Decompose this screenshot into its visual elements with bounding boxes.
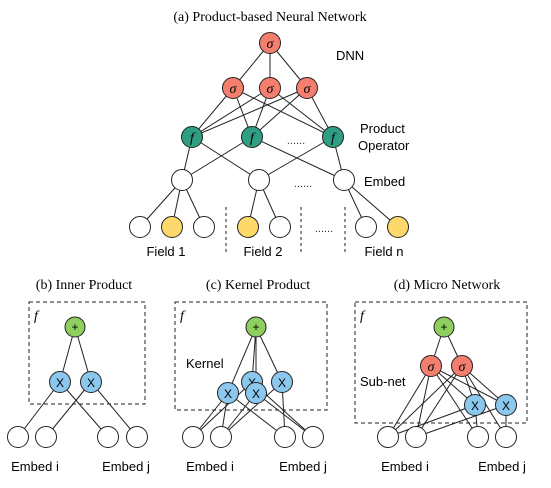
panel-c-embed-j-1: [274, 426, 296, 448]
sigma-node-3: σ: [296, 77, 318, 99]
sigma-node-2: σ: [259, 77, 281, 99]
product-operator-node-1: f: [181, 126, 203, 148]
field2-node-a: [237, 216, 259, 238]
panel-b-embed-j-1: [97, 426, 119, 448]
field-n-label: Field n: [364, 244, 403, 259]
svg-text:X: X: [252, 387, 260, 401]
panel-d-embed-j-2: [495, 426, 517, 448]
product-operator-label-1: Product: [360, 121, 405, 136]
panel-b-title: (b) Inner Product: [36, 278, 133, 293]
panel-b-embed-i-2: [35, 426, 57, 448]
panel-b-plus-node: +: [64, 316, 86, 338]
svg-text:σ: σ: [230, 82, 238, 97]
svg-text:σ: σ: [459, 360, 467, 375]
panel-d-embed-j-1: [467, 426, 489, 448]
panel-c-embed-i-2: [210, 426, 232, 448]
embed-dots: ......: [294, 178, 312, 190]
field2-node-b: [269, 216, 291, 238]
panel-b-embed-i-label: Embed i: [11, 459, 59, 474]
panel-c-x-node-4: X: [245, 382, 267, 404]
svg-text:+: +: [252, 320, 259, 334]
panel-d-title: (d) Micro Network: [394, 278, 501, 293]
kernel-label: Kernel: [186, 356, 224, 371]
panel-c-x-node-2: X: [271, 371, 293, 393]
svg-text:+: +: [71, 320, 78, 334]
panel-d-edges: [387, 326, 507, 438]
panel-d-embed-i-1: [377, 426, 399, 448]
svg-text:σ: σ: [428, 360, 436, 375]
subnet-label: Sub-net: [360, 374, 406, 389]
svg-text:σ: σ: [267, 37, 275, 52]
svg-text:σ: σ: [304, 82, 312, 97]
svg-text:X: X: [87, 376, 95, 390]
svg-text:σ: σ: [267, 82, 275, 97]
panel-a-title: (a) Product-based Neural Network: [173, 10, 366, 25]
panel-b-embed-i-1: [7, 426, 29, 448]
product-operator-node-3: f: [322, 126, 344, 148]
panel-d-x-node-1: X: [464, 394, 486, 416]
svg-text:X: X: [471, 399, 479, 413]
panel-b-f-box: [28, 301, 146, 405]
panel-c-plus-node: +: [245, 316, 267, 338]
field-1-label: Field 1: [146, 244, 185, 259]
field-2-label: Field 2: [243, 244, 282, 259]
panel-c-embed-i-label: Embed i: [186, 459, 234, 474]
svg-text:+: +: [440, 320, 447, 334]
panel-c-x-node-3: X: [217, 382, 239, 404]
panel-c-embed-i-1: [182, 426, 204, 448]
embed-node-2: [248, 169, 270, 191]
svg-text:X: X: [278, 376, 286, 390]
embed-label: Embed: [364, 174, 405, 189]
panel-d-sigma-node-1: σ: [420, 355, 442, 377]
panel-b-embed-j-label: Embed j: [102, 459, 150, 474]
dnn-label: DNN: [336, 48, 364, 63]
fieldn-node-b: [387, 216, 409, 238]
panel-d-sigma-node-2: σ: [451, 355, 473, 377]
panel-c-f-label: f: [180, 309, 186, 324]
panel-b-x-node-2: X: [80, 371, 102, 393]
panel-b-x-node-1: X: [49, 371, 71, 393]
product-dots: ......: [287, 135, 305, 147]
panel-d-embed-i-2: [405, 426, 427, 448]
svg-text:X: X: [502, 399, 510, 413]
field-dots: ......: [315, 223, 333, 235]
panel-b-edges: [17, 326, 138, 438]
sigma-node-top: σ: [259, 32, 281, 54]
svg-text:f: f: [190, 131, 196, 146]
panel-b-f-label: f: [34, 309, 40, 324]
panel-b-embed-j-2: [126, 426, 148, 448]
svg-text:f: f: [331, 131, 337, 146]
product-operator-label-2: Operator: [358, 138, 410, 153]
field1-node-c: [193, 216, 215, 238]
panel-c-embed-j-label: Embed j: [279, 459, 327, 474]
field1-node-b: [161, 216, 183, 238]
field1-node-a: [129, 216, 151, 238]
panel-d-x-node-2: X: [495, 394, 517, 416]
panel-c-title: (c) Kernel Product: [206, 278, 310, 293]
embed-node-n: [333, 169, 355, 191]
panel-d-f-box: [354, 301, 528, 424]
panel-d-f-label: f: [360, 309, 366, 324]
panel-d-plus-node: +: [433, 316, 455, 338]
svg-text:X: X: [224, 387, 232, 401]
fieldn-node-a: [355, 216, 377, 238]
svg-text:X: X: [56, 376, 64, 390]
panel-d-embed-j-label: Embed j: [478, 459, 526, 474]
svg-text:f: f: [250, 131, 256, 146]
panel-d-embed-i-label: Embed i: [381, 459, 429, 474]
product-operator-node-2: f: [241, 126, 263, 148]
sigma-node-1: σ: [222, 77, 244, 99]
panel-c-embed-j-2: [302, 426, 324, 448]
embed-node-1: [171, 169, 193, 191]
